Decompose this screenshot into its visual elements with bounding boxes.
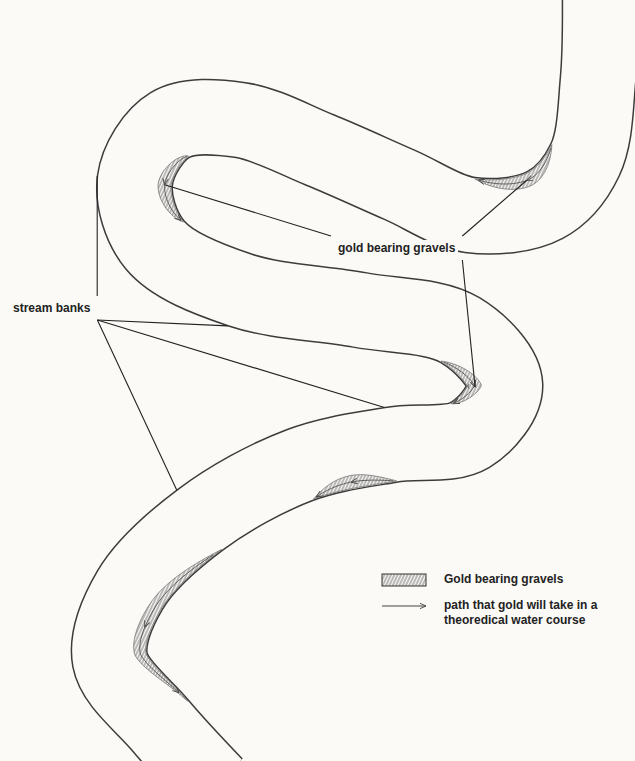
- leader-line: [97, 320, 176, 490]
- gold-path-arrow: [351, 480, 393, 482]
- gravel-sample: [382, 574, 426, 586]
- gold-path-arrow: [527, 149, 551, 181]
- legend-text: Gold bearing gravels: [444, 572, 563, 587]
- gold-path-arrow: [145, 555, 214, 627]
- stream-bank: [109, 0, 600, 761]
- gold-path-arrow: [165, 156, 188, 184]
- stream: [109, 0, 600, 761]
- stream-water: [109, 0, 600, 761]
- leader-line: [97, 176, 98, 296]
- gold-path-arrow: [316, 482, 351, 497]
- gold-path-arrow: [453, 385, 475, 403]
- gold-gravel-bar: [314, 475, 397, 499]
- gold-gravel-bar: [158, 156, 189, 222]
- legend-row: Gold bearing gravels: [378, 572, 623, 588]
- label-text: gold bearing gravels: [335, 240, 458, 256]
- legend-swatch: [378, 598, 434, 614]
- legend-row: path that gold will take in a theoredica…: [378, 598, 623, 628]
- leader-line: [165, 185, 331, 236]
- gold-path-arrow: [165, 185, 181, 221]
- gold-path-arrow: [444, 362, 475, 387]
- leader-lines: [97, 176, 526, 490]
- leader-line: [462, 180, 526, 236]
- gold-gravel-bar: [134, 550, 222, 702]
- gold-path-arrow: [478, 180, 526, 184]
- label-text: stream banks: [10, 300, 93, 316]
- leader-line: [97, 320, 384, 407]
- leader-line: [462, 260, 475, 387]
- gold-gravel-bar: [441, 361, 482, 404]
- legend-text: path that gold will take in a theoredica…: [444, 598, 616, 628]
- arrow-sample: [382, 606, 426, 607]
- legend-swatch: [378, 572, 434, 588]
- gold-path-arrow: [140, 627, 179, 693]
- leader-line: [97, 320, 227, 326]
- gold-gravel-bar: [475, 145, 552, 190]
- legend: Gold bearing gravels path that gold will …: [378, 572, 623, 638]
